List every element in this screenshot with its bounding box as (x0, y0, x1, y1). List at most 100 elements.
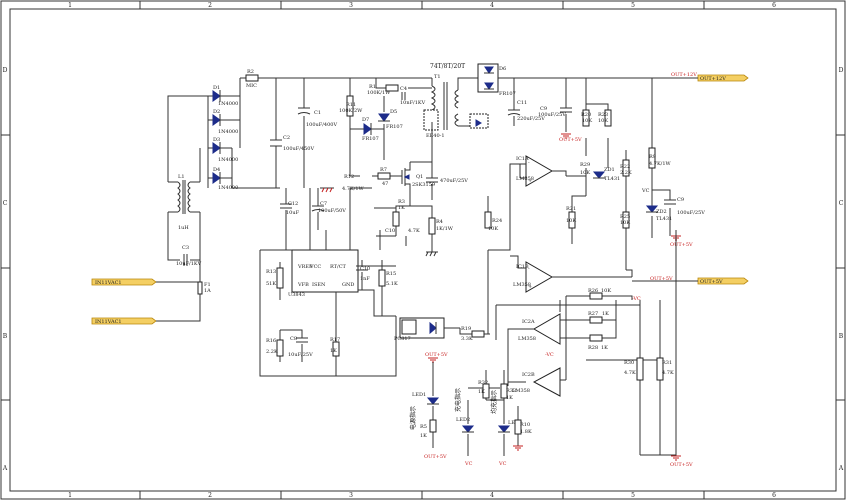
r19-value: 3.3K (461, 336, 473, 342)
opamp-ic2a (532, 313, 561, 345)
col-label: 2 (208, 2, 212, 9)
c11-value: 220uF/25V (517, 116, 545, 122)
opamp-ic1a-value: LM358 (516, 176, 534, 182)
row-label: B (3, 333, 8, 340)
col-label: 1 (68, 2, 72, 9)
col-label: 4 (490, 2, 494, 9)
resistor-r13 (276, 267, 284, 289)
led2-ref: LED2 (456, 417, 470, 423)
r31-value: 4.7K (408, 228, 420, 234)
r22-value: 2.2K (620, 170, 632, 176)
diode-d1: D1 1N4000 (212, 85, 238, 107)
input-port-2-label: IN11VAC1 (95, 319, 122, 325)
input-port-1[interactable] (91, 278, 157, 286)
r4-value: 1K/1W (436, 226, 454, 232)
r3-value: 1K (398, 205, 405, 211)
d5-value: FR107 (386, 124, 403, 130)
resistor-r9 (648, 147, 656, 169)
c1-ref: C1 (314, 110, 321, 116)
opamp-ic1b-ref: IC1B (516, 264, 529, 270)
vc-label-2: VC (498, 461, 507, 467)
d5-ref: D5 (390, 109, 397, 115)
t1-value: EE40-1 (426, 133, 445, 139)
resistor-r28 (589, 334, 603, 342)
zd1-value: TL431 (604, 176, 620, 182)
resistor-r2 (245, 74, 259, 82)
c1-value: 100uF/400V (306, 122, 337, 128)
input-port-2[interactable] (91, 317, 157, 325)
d3-value: 1N4000 (218, 157, 238, 163)
col-label: 5 (631, 2, 635, 9)
vref-label: VC (641, 188, 650, 194)
l1-ref: L1 (178, 174, 185, 180)
input-section: IN11VAC1 IN11VAC1 F1 1A C3 10uF/1KV L1 1… (91, 69, 432, 325)
opamp-ic1b (525, 261, 554, 293)
r20-value: 10K (582, 118, 592, 124)
r15-value: 5.1K (386, 281, 398, 287)
r15-ref: R15 (386, 271, 396, 277)
led1-label: 电源指示 (409, 406, 417, 430)
led2-label: 充电指示 (454, 388, 462, 412)
resistor-r25 (622, 211, 630, 229)
row-label: A (2, 465, 8, 472)
resistor-r1 (385, 84, 399, 92)
r1-value: 100K/1W (367, 90, 391, 96)
c8-value: 10uF/25V (288, 352, 313, 358)
fuse-f1 (197, 281, 203, 295)
diode-d2: D2 1N4000 (212, 109, 238, 135)
c4-ref: C4 (400, 86, 407, 92)
output-port-12v-label: OUT+12V (700, 76, 726, 82)
resistor-r17 (332, 341, 340, 357)
r7-ref: R7 (380, 167, 387, 173)
gnd-label: OUT+5V (670, 242, 693, 248)
r25-ref: R25 (620, 214, 630, 220)
d1-value: 1N4000 (218, 101, 238, 107)
resistor-r30 (636, 357, 644, 381)
c11-ref: C11 (517, 100, 527, 106)
r4-ref: R4 (436, 219, 443, 225)
diode-d3: D3 1N4000 (212, 137, 238, 163)
row-label: B (839, 333, 844, 340)
c9b-value: 100uF/25V (677, 210, 705, 216)
c12-ref: C12 (288, 201, 298, 207)
resistor-r4 (428, 217, 436, 235)
resistor-r27 (589, 316, 603, 324)
r11-ref: R11 (346, 102, 356, 108)
c7-ref: C7 (320, 201, 327, 207)
r16-value: 2.2K (266, 349, 278, 355)
r17-ref: R17 (330, 337, 340, 343)
resistor-r16 (276, 339, 284, 357)
r27-value: 1K (602, 311, 609, 317)
d1-ref: D1 (213, 85, 220, 91)
resistor-r21 (568, 211, 576, 229)
ic-u3843 (291, 249, 359, 293)
mosfet-section: R7 47 Q1 2SK3159 470uF/25V R3 1K R4 1K/1… (372, 162, 468, 257)
col-label: 2 (208, 492, 212, 499)
d6-ref: D6 (499, 66, 506, 72)
r10-ref: R10 (520, 422, 530, 428)
feedback-section: IC1A LM358 -+ IC1B LM358 -+ IC2A LM358 I… (484, 78, 749, 468)
opamp-ic1b-value: LM358 (513, 282, 531, 288)
led-gnd: OUT+5V (424, 454, 447, 460)
gnd-label: OUT+5V (425, 352, 448, 358)
c4-value: 10nF/1KV (400, 100, 426, 106)
q1-ref: Q1 (416, 174, 423, 180)
t1-ref: T1 (434, 74, 441, 80)
r13-ref: R13 (266, 269, 276, 275)
c10-value: 1nF (360, 276, 370, 282)
c9b-ref: C9 (677, 197, 684, 203)
c8b-ref: C10 (385, 228, 395, 234)
ov-label: -VC (632, 296, 641, 302)
output-port-12v[interactable] (697, 74, 749, 82)
r28-ref: R28 (588, 345, 598, 351)
r1-ref: R1 (369, 84, 376, 90)
output-port-5v[interactable] (697, 277, 749, 285)
opamp-ic2b (532, 367, 561, 397)
r2-value: MIC (246, 83, 257, 89)
r2-ref: R2 (247, 69, 254, 75)
row-label: A (838, 465, 844, 472)
resistor-r3 (392, 211, 400, 227)
resistor-r11 (346, 95, 354, 117)
